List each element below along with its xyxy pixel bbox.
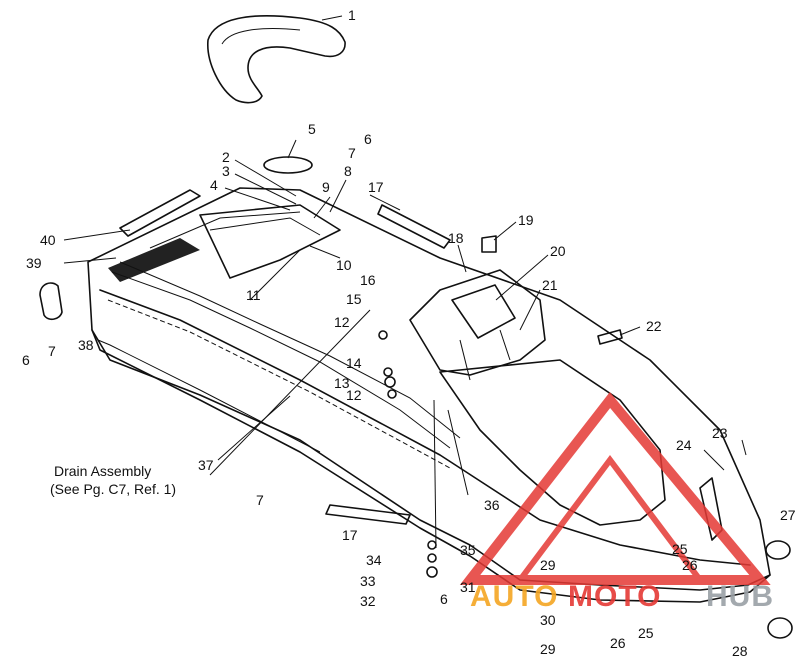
strip-part-17b xyxy=(325,504,411,525)
callout-5: 5 xyxy=(308,121,316,137)
callout-29a: 29 xyxy=(540,557,556,573)
callout-2: 2 xyxy=(222,149,230,165)
drain-assembly-note: Drain Assembly (See Pg. C7, Ref. 1) xyxy=(50,463,176,497)
callout-7c: 7 xyxy=(256,492,264,508)
fastener-stack-32-34 xyxy=(426,540,438,578)
callout-11: 11 xyxy=(246,287,261,303)
cap-part-5 xyxy=(263,156,313,174)
callout-20: 20 xyxy=(550,243,566,259)
callout-40: 40 xyxy=(40,232,56,248)
callout-35: 35 xyxy=(460,542,476,558)
callout-6a: 6 xyxy=(364,131,372,147)
note-line-2: (See Pg. C7, Ref. 1) xyxy=(50,481,176,497)
hull-body xyxy=(87,187,771,603)
callout-21: 21 xyxy=(542,277,558,293)
callout-8: 8 xyxy=(344,163,352,179)
grab-cap-part-38 xyxy=(39,282,63,321)
callout-6b: 6 xyxy=(22,352,30,368)
callout-4: 4 xyxy=(210,177,218,193)
callout-17b: 17 xyxy=(342,527,358,543)
callout-29b: 29 xyxy=(540,641,556,657)
watermark-text: AUTO MOTO HUB xyxy=(470,580,774,613)
callout-25b: 25 xyxy=(638,625,654,641)
callout-22: 22 xyxy=(646,318,662,334)
callout-27: 27 xyxy=(780,507,796,523)
callout-12b: 12 xyxy=(346,387,362,403)
callout-7a: 7 xyxy=(348,145,356,161)
watermark-text-b: MOTO xyxy=(568,580,661,613)
strip-part-40 xyxy=(119,189,201,237)
watermark-text-a: AUTO xyxy=(470,580,558,613)
callout-16: 16 xyxy=(360,272,376,288)
callout-38: 38 xyxy=(78,337,94,353)
callout-37: 37 xyxy=(198,457,214,473)
plate-part-22 xyxy=(597,329,623,345)
callout-12a: 12 xyxy=(334,314,350,330)
fastener-stack-12-14 xyxy=(378,330,397,399)
callout-31: 31 xyxy=(460,579,476,595)
bracket-part-19 xyxy=(481,235,497,253)
callout-13: 13 xyxy=(334,375,350,391)
callout-15: 15 xyxy=(346,291,362,307)
callout-26b: 26 xyxy=(610,635,626,651)
plug-part-27 xyxy=(765,540,791,560)
callout-7b: 7 xyxy=(48,343,56,359)
callout-34: 34 xyxy=(366,552,382,568)
watermark-logo xyxy=(459,392,771,585)
callout-32: 32 xyxy=(360,593,376,609)
callout-36: 36 xyxy=(484,497,500,513)
callout-24: 24 xyxy=(676,437,692,453)
callout-23: 23 xyxy=(712,425,728,441)
callout-28: 28 xyxy=(732,643,748,659)
callout-26a: 26 xyxy=(682,557,698,573)
watermark-text-c: HUB xyxy=(706,580,774,613)
callout-18: 18 xyxy=(448,230,464,246)
leader-lines xyxy=(63,15,747,549)
callout-39: 39 xyxy=(26,255,42,271)
callout-17a: 17 xyxy=(368,179,384,195)
callout-14: 14 xyxy=(346,355,362,371)
callout-10: 10 xyxy=(336,257,352,273)
callout-1: 1 xyxy=(348,7,356,23)
callout-25a: 25 xyxy=(672,541,688,557)
steering-pod xyxy=(409,269,546,381)
callout-labels: 1 2 3 4 5 6 7 8 9 10 11 12 12 13 14 15 1… xyxy=(22,7,796,659)
note-line-1: Drain Assembly xyxy=(54,463,151,479)
callout-19: 19 xyxy=(518,212,534,228)
callout-33: 33 xyxy=(360,573,376,589)
handle-part-1 xyxy=(207,15,346,104)
callout-6c: 6 xyxy=(440,591,448,607)
strip-part-17a xyxy=(377,204,451,249)
plug-part-28 xyxy=(767,617,793,639)
callout-30: 30 xyxy=(540,612,556,628)
callout-9: 9 xyxy=(322,179,330,195)
callout-3: 3 xyxy=(222,163,230,179)
